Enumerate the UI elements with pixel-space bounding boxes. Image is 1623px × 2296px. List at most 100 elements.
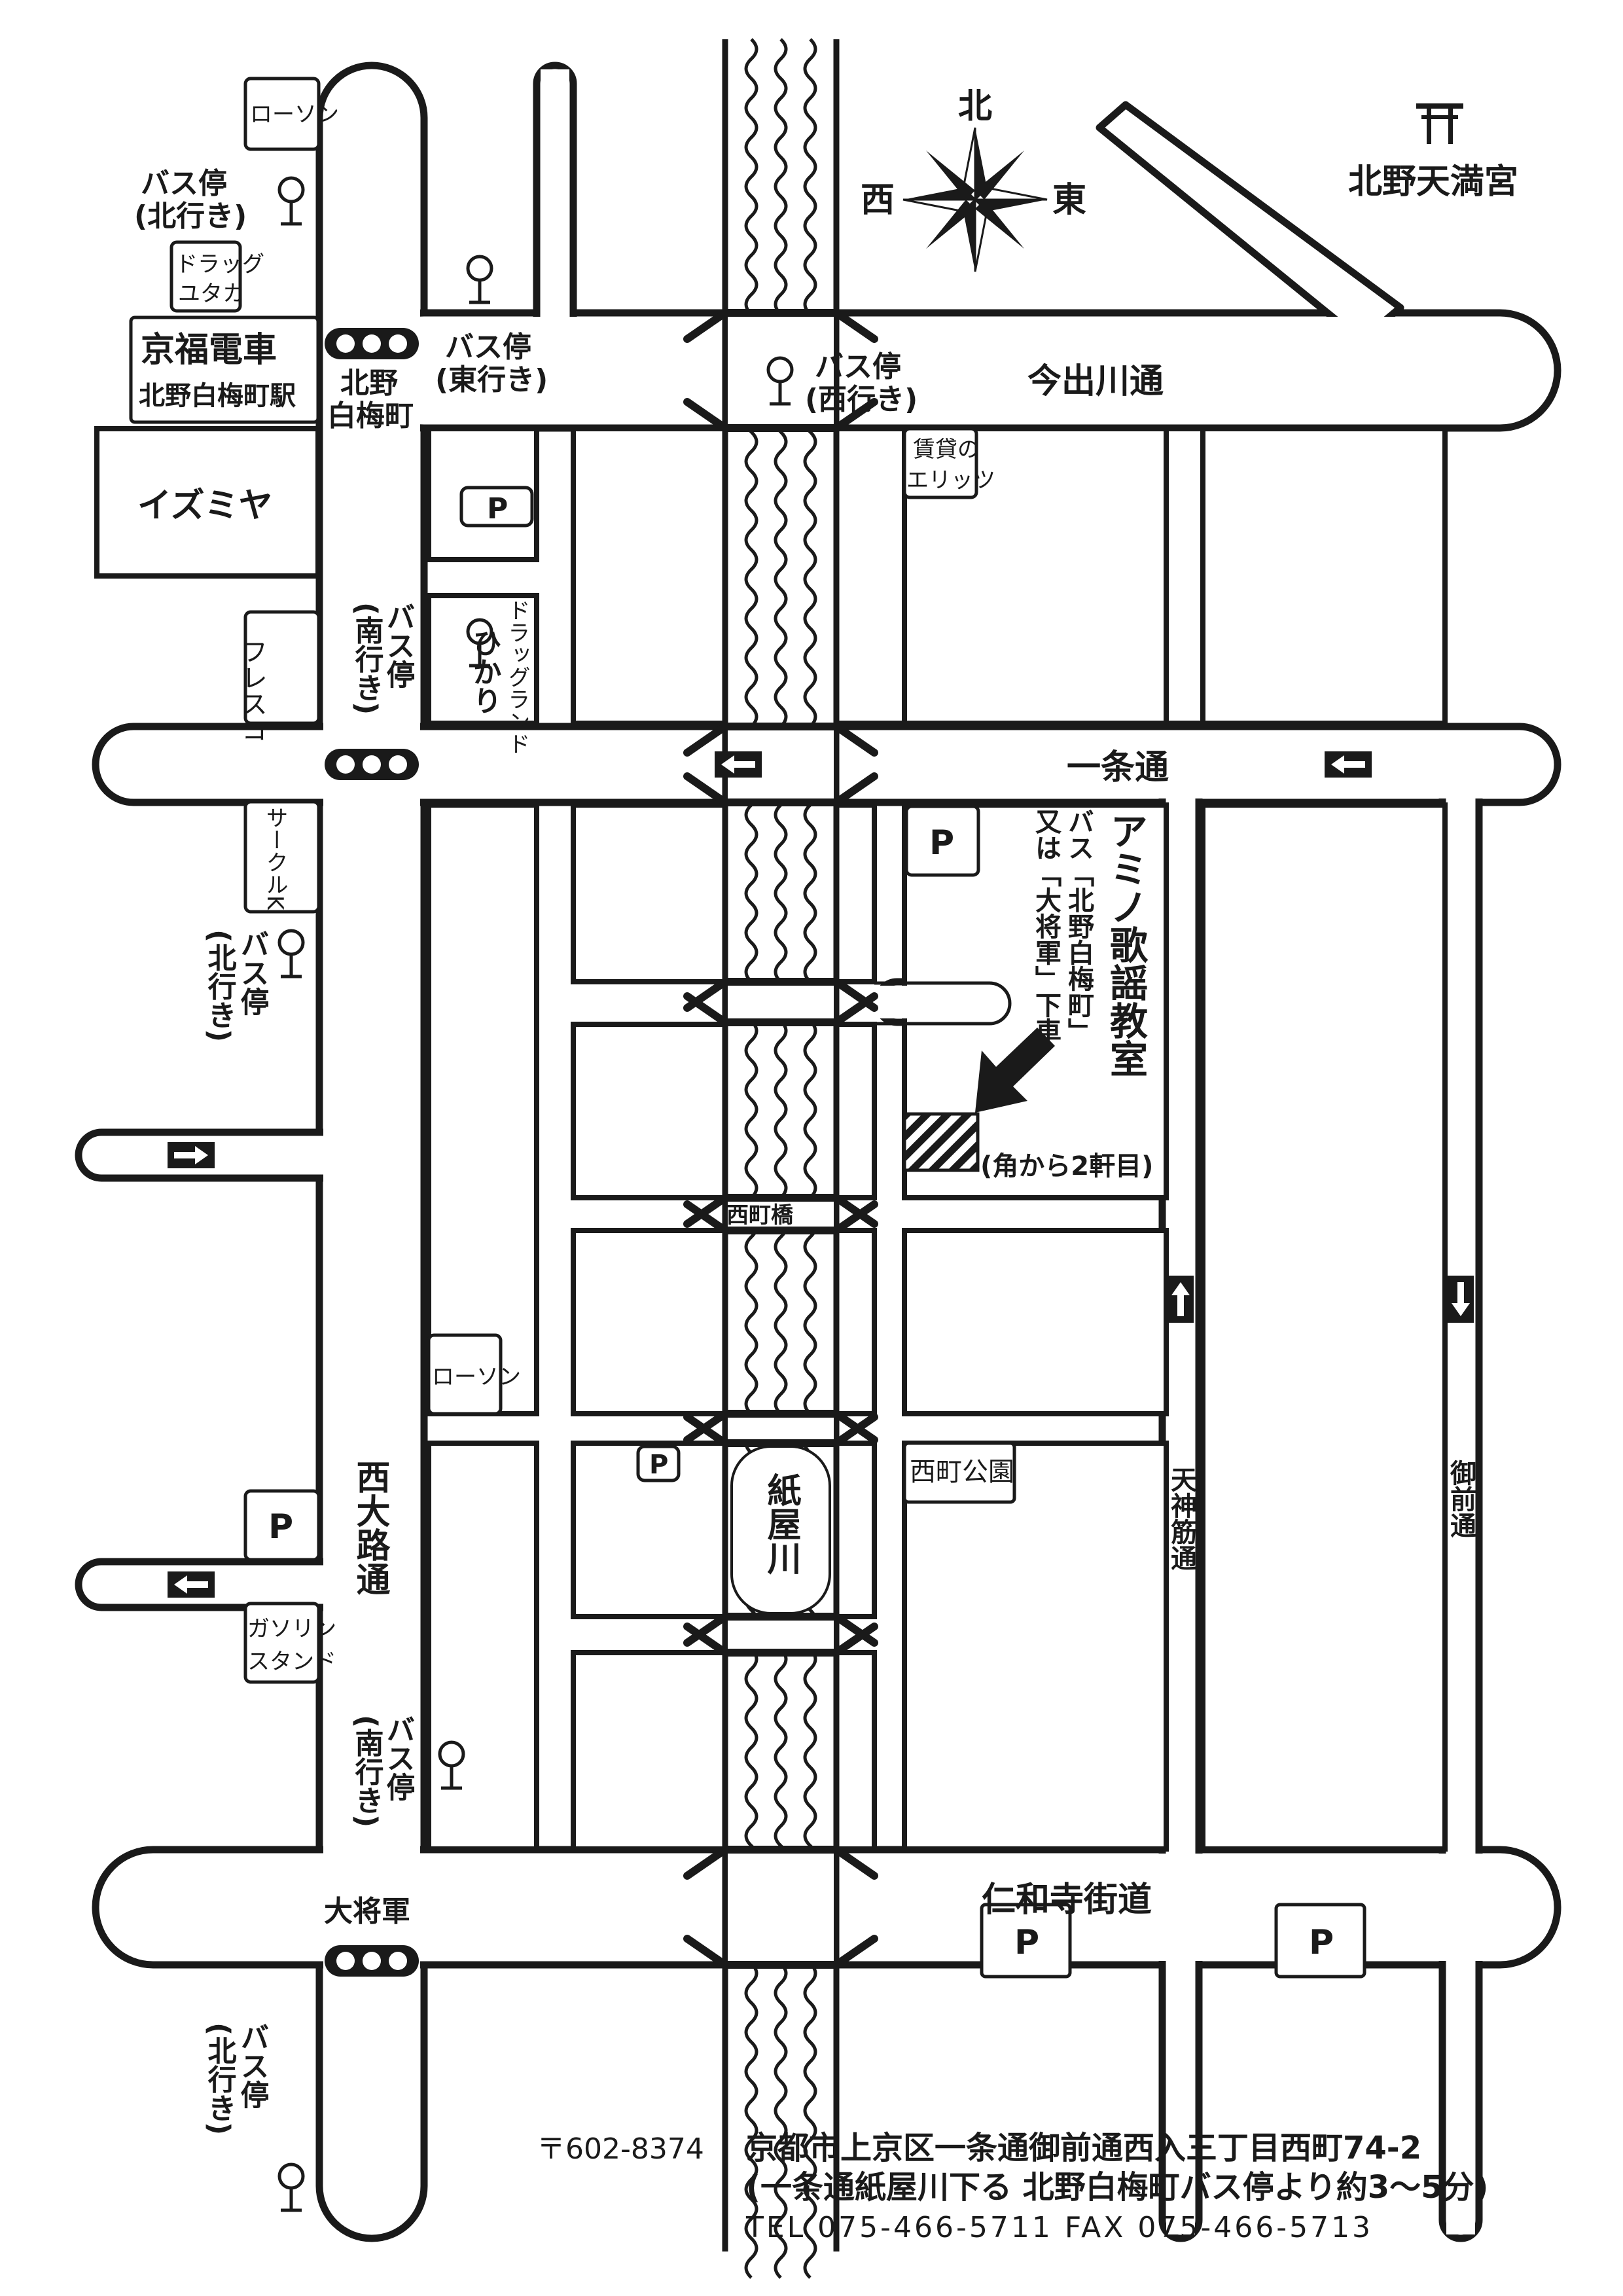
eritz-label-2: エリッツ — [906, 467, 995, 493]
school-note-2: 又は「大将軍」下車 — [1031, 808, 1061, 1044]
bus-north-bottom-1: バス停 — [236, 2022, 270, 2109]
arrow-left-icon — [1325, 751, 1372, 778]
eritz-label-1: 賃貸の — [913, 437, 980, 463]
traffic-signal-icon — [325, 328, 419, 359]
traffic-signal-icon — [325, 749, 419, 780]
onmae-name: 御前通 — [1446, 1460, 1477, 1538]
parking-north-label: P — [487, 492, 508, 526]
bus-south-top-2: (南行き) — [350, 602, 384, 715]
parking-south-1-label: P — [1014, 1923, 1039, 1962]
bus-stop-icon — [277, 929, 305, 978]
ninnaji-name: 仁和寺街道 — [982, 1880, 1152, 1920]
drugland-label-1: ドラッグランド — [504, 599, 530, 755]
kamiya-river-name: 紙屋川 — [761, 1473, 801, 1575]
block-east-long — [1200, 802, 1448, 1852]
bridge-rail — [683, 772, 878, 806]
tenjinsuji-name: 天神筋通 — [1166, 1466, 1197, 1571]
bus-stop-icon — [766, 356, 794, 406]
lawson-top-label: ローソン — [250, 101, 339, 128]
lawson-mid-label: ローソン — [432, 1364, 521, 1390]
street-address: 京都市上京区一条通御前通西入三丁目西町74-2 — [746, 2130, 1421, 2166]
station-name-line1: 京福電車 — [141, 331, 277, 370]
arrow-down-icon — [1448, 1276, 1474, 1323]
imadegawa-name: 今出川通 — [1027, 362, 1164, 401]
one-way-arrows — [168, 751, 1474, 1598]
bus-north-mid-1: バス停 — [236, 929, 270, 1016]
shrine-name: 北野天満宮 — [1348, 162, 1518, 202]
torii-icon — [1416, 103, 1463, 144]
compass-north: 北 — [958, 87, 992, 126]
school-pointer-arrow — [975, 1028, 1055, 1113]
block-a3 — [1200, 426, 1448, 726]
compass-east: 東 — [1052, 181, 1086, 220]
bus-stop-icon — [277, 176, 305, 226]
nishimachi-bridge-label: 西町橋 — [726, 1202, 793, 1229]
postal-code: 〒602-8374 — [537, 2132, 704, 2166]
bus-south-top-1: バス停 — [382, 602, 416, 689]
bridge-rail — [683, 723, 878, 757]
traffic-signals: 北野 白梅町 大将軍 — [324, 328, 419, 1977]
signal-kitano-1: 北野 — [340, 367, 398, 400]
school-location-hatch — [902, 1112, 980, 1172]
bus-stop-icon — [466, 255, 493, 304]
arrow-left-icon — [715, 751, 762, 778]
bridge-rail — [683, 978, 878, 1012]
bus-north-mid-2: (北行き) — [203, 929, 237, 1042]
signal-kitano-2: 白梅町 — [327, 399, 414, 433]
bridge-rail — [683, 309, 878, 343]
bus-west-2: (西行き) — [805, 383, 918, 416]
school-marker: アミノ歌謡教室 バス「北野白梅町」 又は「大将軍」下車 (角から2軒目) — [902, 808, 1153, 1181]
bus-stop-icon — [438, 1740, 465, 1790]
bridge-rail — [683, 1623, 878, 1657]
school-note-1: バス「北野白梅町」 — [1063, 808, 1094, 1044]
diagonal-shrine-road — [1096, 101, 1404, 344]
parking-west-label: P — [268, 1507, 293, 1547]
nishimachi-park-label: 西町公園 — [910, 1457, 1014, 1487]
fresco-label: フレスコ — [237, 638, 267, 743]
bus-west-1: バス停 — [815, 350, 901, 384]
bridge-rail — [683, 1194, 878, 1228]
city-blocks — [94, 426, 1448, 1852]
block-b4 — [902, 1228, 1169, 1416]
bridge-rail — [683, 992, 878, 1026]
nishioji-name: 西大路通 — [350, 1460, 390, 1596]
gas-station-label-1: ガソリン — [247, 1616, 336, 1642]
gas-station-label-2: スタンド — [247, 1649, 336, 1675]
station-name-line2: 北野白梅町駅 — [139, 381, 296, 411]
compass-rose: 北 東 西 — [861, 87, 1086, 272]
compass-west: 西 — [861, 181, 895, 220]
block-c-west — [426, 1441, 539, 1852]
parking-south-2-label: P — [1309, 1923, 1334, 1962]
drug-yutaka-label-2: ユタカ — [178, 281, 245, 307]
bridge-rail — [683, 398, 878, 432]
block-hikari — [426, 593, 539, 726]
drug-yutaka-label-1: ドラッグ — [175, 251, 264, 278]
bridge-rail — [683, 1846, 878, 1880]
bus-stop-icon — [466, 618, 493, 668]
bridge-rail — [683, 1413, 878, 1447]
bus-east-2: (東行き) — [435, 363, 548, 397]
arrow-up-icon — [1168, 1276, 1194, 1323]
arrow-left-icon — [168, 1571, 215, 1598]
bus-stops: バス停 (北行き) バス停 (東行き) バス停 (西行き) バス停 (南行き) … — [134, 167, 918, 2212]
address-block: 〒602-8374 京都市上京区一条通御前通西入三丁目西町74-2 (一条通紙屋… — [537, 2130, 1488, 2244]
parking-school-label: P — [929, 823, 954, 863]
izumiya-label: イズミヤ — [137, 486, 272, 526]
landmark-labels: ローソン ドラッグ ユタカ 京福電車 北野白梅町駅 イズミヤ フレスコ サークル… — [129, 77, 1366, 1979]
block-nw-station — [94, 426, 321, 579]
traffic-signal-icon — [325, 1945, 419, 1977]
bridge-rail — [683, 1935, 878, 1969]
kamiya-river — [683, 38, 878, 2279]
directions-text: (一条通紙屋川下る 北野白梅町バス停より約3～5分) — [746, 2169, 1488, 2206]
block-b-west — [426, 802, 539, 1416]
ichijo-name: 一条通 — [1067, 748, 1169, 787]
school-name: アミノ歌謡教室 — [1103, 812, 1148, 1077]
circle-k-label: サークルK — [262, 806, 288, 911]
bus-north-top-2: (北行き) — [134, 200, 247, 233]
block-park — [902, 1441, 1169, 1852]
bridge-rail — [683, 1200, 878, 1234]
bridge-rail — [683, 1613, 878, 1647]
arrow-right-icon — [168, 1142, 215, 1168]
school-position: (角から2軒目) — [980, 1151, 1153, 1181]
bus-north-bottom-2: (北行き) — [203, 2022, 237, 2135]
